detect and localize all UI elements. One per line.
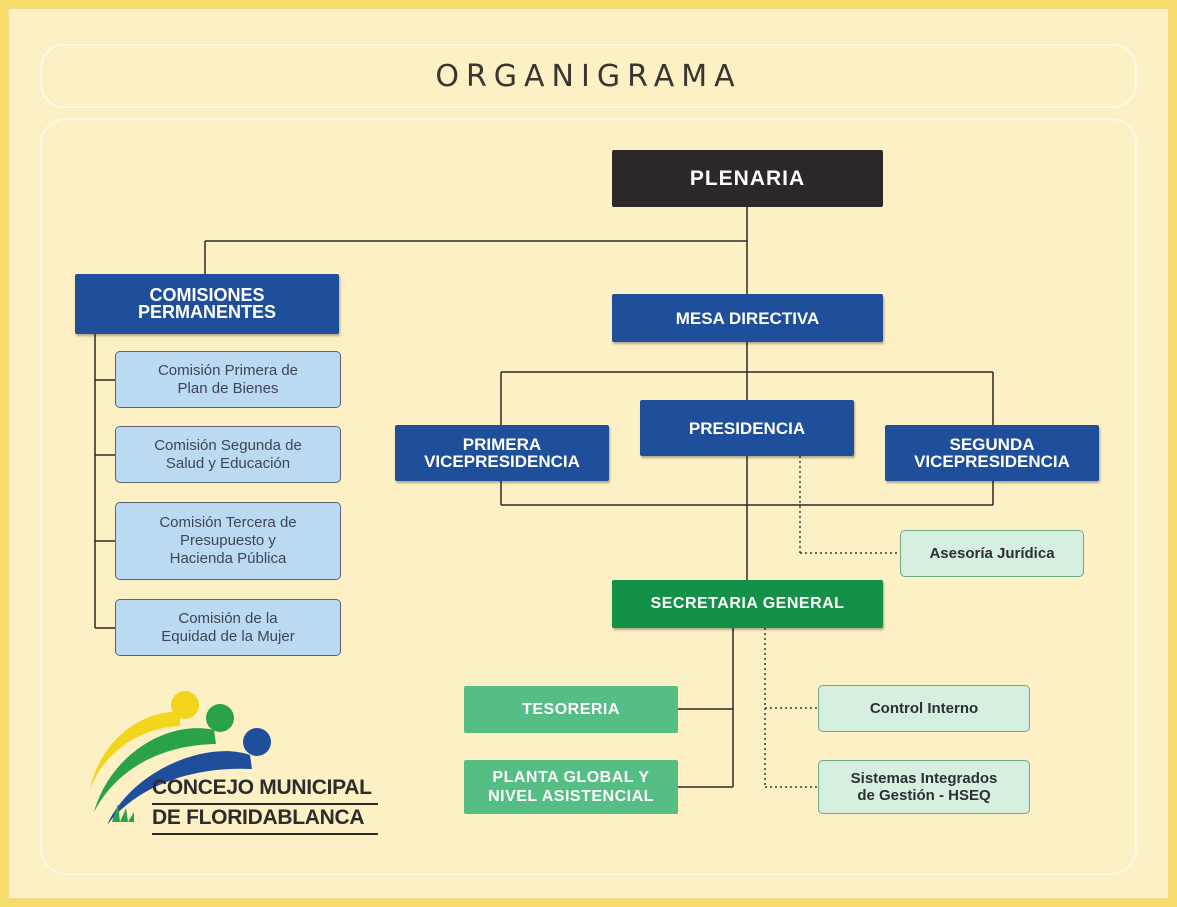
planta-global-box: PLANTA GLOBAL Y NIVEL ASISTENCIAL	[464, 760, 678, 814]
logo-line-2: DE FLORIDABLANCA	[152, 806, 365, 829]
presidencia-box: PRESIDENCIA	[640, 400, 854, 456]
comision-equidad-box: Comisión de la Equidad de la Mujer	[115, 599, 341, 656]
plenaria-box: PLENARIA	[612, 150, 883, 207]
logo-line-1: CONCEJO MUNICIPAL	[152, 776, 372, 799]
comision-segunda-box: Comisión Segunda de Salud y Educación	[115, 426, 341, 483]
mesa-directiva-box: MESA DIRECTIVA	[612, 294, 883, 342]
comisiones-permanentes-box: COMISIONES PERMANENTES	[75, 274, 339, 334]
segunda-vicepresidencia-box: SEGUNDA VICEPRESIDENCIA	[885, 425, 1099, 481]
title-panel: ORGANIGRAMA	[40, 44, 1137, 108]
secretaria-general-box: SECRETARIA GENERAL	[612, 580, 883, 628]
asesoria-juridica-box: Asesoría Jurídica	[900, 530, 1084, 577]
primera-vicepresidencia-box: PRIMERA VICEPRESIDENCIA	[395, 425, 609, 481]
logo-divider	[152, 803, 378, 805]
sistemas-integrados-box: Sistemas Integrados de Gestión - HSEQ	[818, 760, 1030, 814]
comision-primera-box: Comisión Primera de Plan de Bienes	[115, 351, 341, 408]
tesoreria-box: TESORERIA	[464, 686, 678, 733]
logo-underline	[152, 833, 378, 835]
comision-tercera-box: Comisión Tercera de Presupuesto y Hacien…	[115, 502, 341, 580]
concejo-logo: CONCEJO MUNICIPAL DE FLORIDABLANCA	[82, 690, 382, 840]
control-interno-box: Control Interno	[818, 685, 1030, 732]
logo-emblem-icon	[90, 691, 271, 825]
content-panel	[40, 118, 1137, 875]
page-title: ORGANIGRAMA	[435, 58, 742, 94]
